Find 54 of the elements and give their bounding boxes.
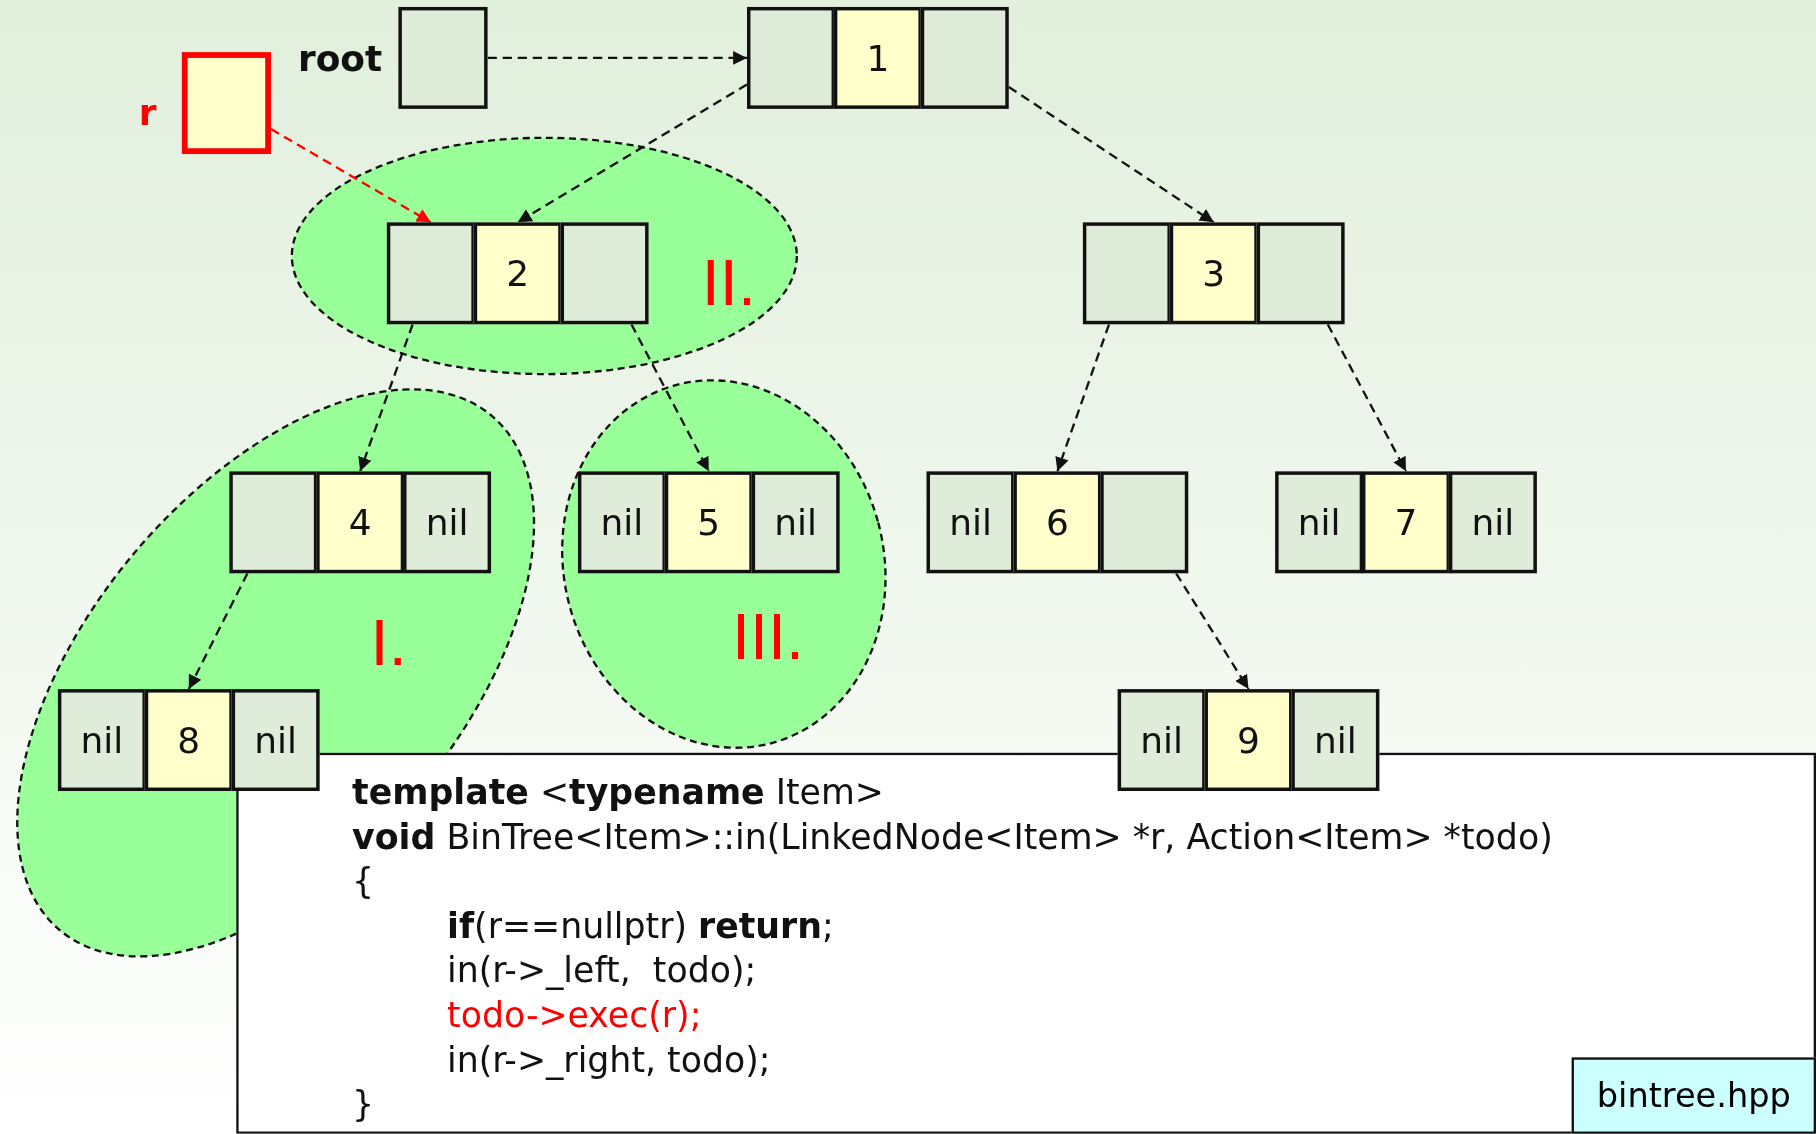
pointer-arrow — [358, 323, 414, 472]
value-cell: 2 — [473, 222, 562, 325]
pointer-cell: nil — [926, 471, 1015, 574]
pointer-arrow — [1326, 323, 1408, 472]
section-numeral: I. — [370, 610, 407, 676]
pointer-cell — [1100, 471, 1189, 574]
code-panel — [236, 752, 1816, 1134]
variable-label: r — [138, 91, 157, 134]
pointer-arrow — [630, 323, 710, 472]
pointer-cell — [560, 222, 649, 325]
pointer-arrow — [187, 572, 249, 690]
code-line: void BinTree<Item>::in(LinkedNode<Item> *r, Action<Item> *todo) — [352, 819, 1553, 855]
pointer-arrow — [517, 83, 748, 224]
value-cell: 6 — [1013, 471, 1102, 574]
value-cell: 1 — [833, 6, 922, 109]
value-cell: 9 — [1204, 689, 1293, 791]
pointer-cell — [747, 6, 836, 109]
pointer-cell: nil — [1291, 689, 1380, 791]
section-numeral: III. — [731, 604, 805, 670]
code-line: if(r==nullptr) return; — [447, 908, 834, 944]
pointer-cell — [1082, 222, 1171, 325]
pointer-cell: nil — [577, 471, 666, 574]
code-line: } — [352, 1087, 375, 1123]
pointer-box — [181, 52, 271, 155]
variable-label: root — [298, 37, 383, 79]
pointer-cell: nil — [231, 689, 320, 791]
value-cell: 3 — [1169, 222, 1258, 325]
value-cell: 4 — [316, 471, 405, 574]
code-line: { — [352, 864, 375, 899]
pointer-cell — [386, 222, 475, 325]
pointer-cell: nil — [1448, 471, 1537, 574]
value-cell: 8 — [144, 689, 233, 791]
pointer-arrow — [1008, 86, 1215, 224]
pointer-cell — [920, 6, 1009, 109]
pointer-cell: nil — [1275, 471, 1364, 574]
pointer-cell: nil — [57, 689, 146, 791]
value-cell: 5 — [664, 471, 753, 574]
value-cell: 7 — [1362, 471, 1450, 574]
pointer-cell: nil — [751, 471, 840, 574]
pointer-cell — [229, 471, 318, 574]
pointer-arrow — [1055, 323, 1111, 472]
pointer-arrow — [487, 50, 747, 65]
code-line: in(r->_left, todo); — [447, 953, 757, 989]
pointer-arrow — [270, 128, 432, 224]
pointer-arrow — [1175, 572, 1250, 690]
file-name-tag: bintree.hpp — [1571, 1057, 1816, 1134]
pointer-box — [398, 6, 488, 109]
pointer-cell — [1256, 222, 1345, 325]
pointer-cell: nil — [1117, 689, 1206, 791]
code-line: todo->exec(r); — [447, 998, 702, 1034]
code-line: template <typename Item> — [352, 774, 884, 810]
code-line: in(r->_right, todo); — [447, 1043, 771, 1078]
pointer-cell: nil — [403, 471, 492, 574]
section-numeral: II. — [701, 250, 756, 315]
